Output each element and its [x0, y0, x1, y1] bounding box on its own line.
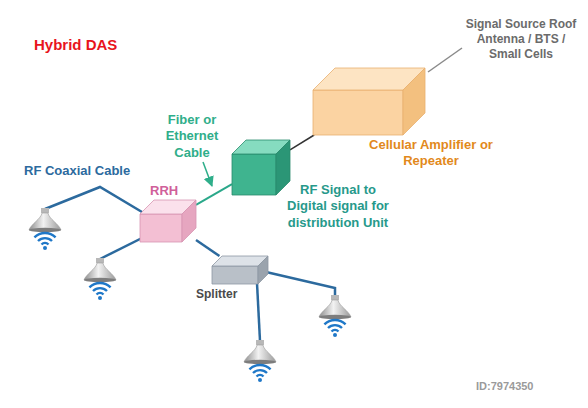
signal-source-label: Signal Source Roof Antenna / BTS / Small… — [462, 17, 580, 62]
source-leader — [428, 48, 462, 72]
node-label: RF Signal to Digital signal for distribu… — [284, 182, 392, 231]
cable-label: RF Coaxial Cable — [24, 163, 140, 179]
cable-label: Fiber or Ethernet Cable — [158, 112, 226, 161]
fiber-leader — [203, 162, 212, 186]
diagram-title: Hybrid DAS — [34, 36, 117, 55]
amplifier-box: Cellular Amplifier or Repeater — [313, 68, 425, 135]
antenna — [319, 295, 351, 337]
box-shape — [212, 256, 268, 284]
node-label: RRH — [150, 183, 190, 199]
cable-connector — [196, 240, 219, 256]
box-shape — [313, 68, 425, 135]
node-label: Cellular Amplifier or Repeater — [368, 137, 494, 170]
cable-connector — [290, 135, 314, 150]
antenna — [244, 340, 276, 382]
node-label: Splitter — [196, 287, 256, 302]
splitter-box: Splitter — [212, 256, 268, 284]
rrh-box: RRH — [140, 200, 196, 242]
box-shape — [232, 140, 290, 195]
cable-connector — [196, 184, 232, 205]
antenna — [29, 208, 61, 250]
watermark: ID:7974350 — [476, 380, 576, 394]
antenna — [84, 258, 116, 300]
digital-unit-box: RF Signal to Digital signal for distribu… — [232, 140, 290, 195]
box-shape — [140, 200, 196, 242]
